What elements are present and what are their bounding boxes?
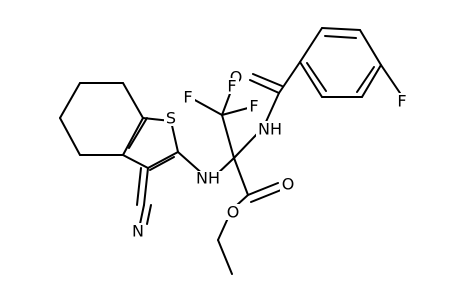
bond: [361, 64, 382, 98]
bond: [122, 82, 144, 119]
atom-amine-nh: NH: [196, 169, 220, 188]
bond: [264, 92, 280, 125]
bond: [149, 156, 175, 171]
atom-aryl-f: F: [397, 92, 406, 111]
bond: [321, 27, 361, 31]
bond: [59, 82, 81, 119]
bond: [356, 66, 375, 93]
bond: [221, 90, 232, 116]
bond: [324, 35, 357, 39]
atom-cf3-f: F: [249, 97, 258, 116]
bond: [233, 133, 258, 159]
bond: [122, 154, 149, 169]
bond: [217, 239, 233, 275]
atom-ester-o: O: [227, 203, 240, 222]
atom-label-layer: S NH NH O O O F F F F N: [130, 68, 409, 241]
bond: [252, 73, 283, 87]
bond: [136, 167, 142, 206]
bond: [236, 194, 249, 206]
bond: [146, 204, 152, 225]
bond: [122, 117, 144, 156]
bond: [306, 62, 327, 92]
atom-nitrile-n: N: [132, 222, 144, 241]
atom-cf3-f: F: [183, 88, 192, 107]
bond: [249, 79, 280, 94]
bond: [233, 157, 249, 196]
bond: [221, 107, 249, 116]
atom-amide-nh: NH: [258, 120, 282, 139]
bond: [139, 204, 145, 225]
bond: [143, 167, 149, 206]
bond: [217, 217, 229, 241]
bond-layer: [59, 27, 401, 275]
bond: [59, 117, 81, 156]
bond: [299, 27, 323, 63]
bond: [170, 120, 179, 153]
bond: [247, 182, 279, 196]
atom-cf3-f: F: [227, 77, 236, 96]
bond: [278, 61, 301, 94]
bond: [221, 114, 235, 159]
bond: [359, 29, 382, 66]
atom-ester-carbonyl-o: O: [282, 175, 295, 194]
bond: [250, 189, 282, 203]
bond: [192, 98, 223, 116]
bond: [128, 117, 148, 149]
atom-s: S: [166, 109, 176, 128]
bond: [147, 151, 179, 169]
bond: [299, 61, 323, 98]
bond: [380, 64, 401, 94]
